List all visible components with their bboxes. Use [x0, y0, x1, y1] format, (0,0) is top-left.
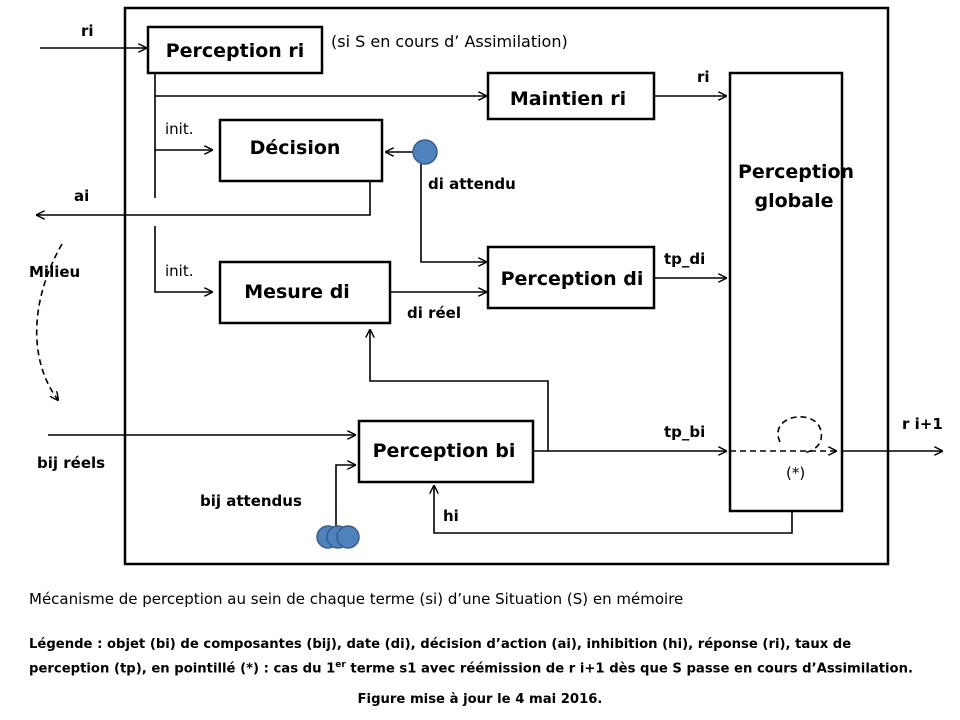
outer-frame: [123, 6, 890, 566]
legend-line-2-superscript: er: [335, 660, 346, 670]
feedback-to-mesure-arrow: [370, 330, 549, 451]
legend-line-2-part-a: perception (tp), en pointillé (*) : cas …: [29, 661, 336, 677]
decision-label: Décision: [250, 137, 341, 159]
bij-attendus-node-3: [336, 525, 360, 549]
mesure-di-label: Mesure di: [244, 281, 350, 303]
hi-arrow: [434, 486, 793, 534]
perception-di-label: Perception di: [501, 268, 644, 290]
init-label-2: init.: [165, 262, 194, 280]
mesure-di-box: [218, 260, 392, 325]
legend-line-1: Légende : objet (bi) de composantes (bij…: [29, 637, 852, 652]
r-i1-label: r i+1: [902, 415, 943, 433]
perception-ri-label: Perception ri: [166, 40, 305, 62]
dashed-loop: [777, 416, 823, 453]
milieu-label: Milieu: [29, 263, 80, 281]
hi-label: hi: [443, 507, 459, 525]
star-label: (*): [786, 464, 805, 482]
maintien-ri-box: [486, 71, 656, 121]
tp-bi-label: tp_bi: [664, 423, 705, 441]
init-label-1: init.: [165, 120, 194, 138]
bij-reels-label: bij réels: [37, 454, 105, 472]
si-note-label: (si S en cours d’ Assimilation): [331, 32, 568, 51]
init-mesure-arrow: [154, 226, 212, 292]
di-attendu-label: di attendu: [428, 175, 516, 193]
perception-globale-box: [728, 71, 844, 513]
perception-di-box: [486, 245, 656, 310]
bij-attendus-label: bij attendus: [200, 492, 302, 510]
perception-ri-box: [146, 25, 324, 75]
di-attendu-node: [412, 139, 438, 165]
legend-line-2-part-b: terme s1 avec réémission de r i+1 dès qu…: [345, 661, 914, 677]
perception-bi-box: [357, 419, 535, 484]
ai-label: ai: [74, 187, 89, 205]
figure-date: Figure mise à jour le 4 mai 2016.: [357, 692, 603, 707]
di-reel-label: di réel: [407, 304, 461, 322]
perception-globale-label-2: globale: [755, 190, 834, 212]
legend-line-2: perception (tp), en pointillé (*) : cas …: [29, 660, 913, 676]
maintien-ri-label: Maintien ri: [510, 88, 626, 110]
di-attendu-to-perception-di: [420, 164, 486, 262]
perception-bi-label: Perception bi: [373, 440, 516, 462]
ai-output-arrow: [37, 181, 371, 215]
perception-globale-label-1: Perception: [738, 161, 854, 183]
bij-attendus-arrow: [335, 465, 355, 528]
ri-output-label: ri: [697, 68, 710, 86]
milieu-dashed-arrow: [35, 243, 63, 400]
tp-di-label: tp_di: [664, 250, 705, 268]
ri-input-label: ri: [81, 22, 94, 40]
decision-box: [218, 118, 384, 183]
caption-main: Mécanisme de perception au sein de chaqu…: [29, 590, 684, 608]
